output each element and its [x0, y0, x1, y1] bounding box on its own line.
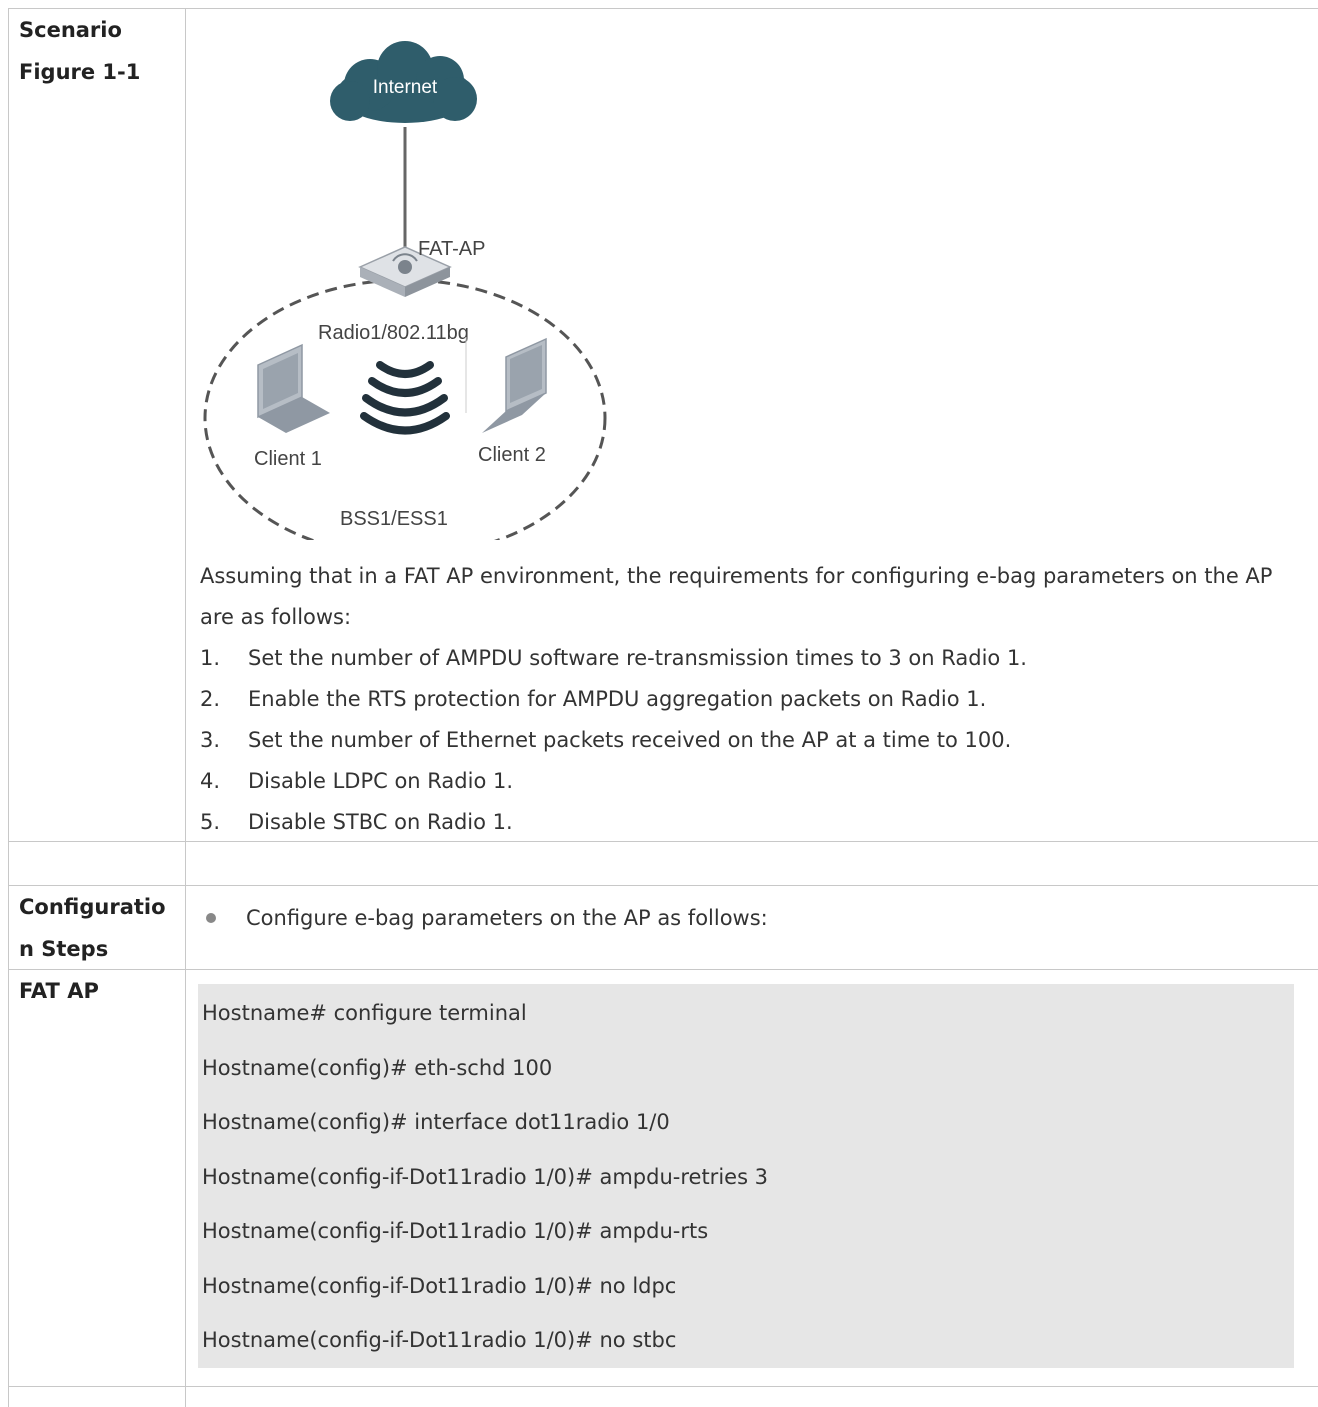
code-line: Hostname(config-if-Dot11radio 1/0)# no l…	[202, 1273, 677, 1298]
internet-label: Internet	[373, 77, 438, 98]
code-block: Hostname# configure terminal Hostname(co…	[198, 984, 1294, 1368]
empty-content-cell	[186, 842, 1318, 885]
config-steps-label: Configuratio	[19, 895, 166, 919]
code-line: Hostname(config)# eth-schd 100	[202, 1055, 553, 1080]
fat-ap-content: Hostname# configure terminal Hostname(co…	[186, 970, 1318, 1386]
scenario-label-cell: Scenario Figure 1-1	[8, 9, 186, 841]
config-steps-row: Configuratio n Steps Configure e-bag par…	[8, 886, 1318, 970]
fat-ap-label: FAT AP	[8, 970, 186, 1386]
empty-label-cell	[8, 842, 186, 885]
list-item: 3.Set the number of Ethernet packets rec…	[200, 728, 1012, 752]
network-figure: Internet FAT-AP Radio1/802.11bg	[200, 35, 620, 558]
figure-label: Figure 1-1	[19, 60, 141, 84]
client2-laptop-icon	[482, 337, 547, 433]
fat-ap-row: FAT AP Hostname# configure terminal Host…	[8, 970, 1318, 1387]
client2-label: Client 2	[478, 444, 546, 466]
bss-label: BSS1/ESS1	[340, 508, 448, 530]
bullet-text: Configure e-bag parameters on the AP as …	[246, 906, 768, 930]
trailing-row	[8, 1387, 1318, 1407]
requirements-list: 1.Set the number of AMPDU software re-tr…	[200, 638, 1304, 843]
ap-label: FAT-AP	[418, 238, 485, 260]
list-item: 1.Set the number of AMPDU software re-tr…	[200, 646, 1027, 670]
code-line: Hostname(config-if-Dot11radio 1/0)# no s…	[202, 1328, 677, 1352]
internet-cloud-icon	[330, 41, 477, 123]
trailing-content-cell	[186, 1387, 1318, 1407]
list-item: 4.Disable LDPC on Radio 1.	[200, 769, 514, 793]
config-steps-content: Configure e-bag parameters on the AP as …	[186, 886, 1318, 969]
config-steps-label-cont: n Steps	[19, 937, 109, 961]
client1-label: Client 1	[254, 448, 322, 470]
trailing-label-cell	[8, 1387, 186, 1407]
scenario-label: Scenario	[19, 18, 122, 42]
empty-row	[8, 842, 1318, 886]
radio-label: Radio1/802.11bg	[318, 322, 469, 344]
config-steps-label-cell: Configuratio n Steps	[8, 886, 186, 969]
access-point-icon	[358, 246, 452, 297]
code-line: Hostname# configure terminal	[202, 1001, 527, 1025]
wireless-waves-icon	[360, 361, 450, 435]
list-item: 2.Enable the RTS protection for AMPDU ag…	[200, 687, 987, 711]
code-line: Hostname(config-if-Dot11radio 1/0)# ampd…	[202, 1219, 709, 1243]
bullet-item: Configure e-bag parameters on the AP as …	[200, 886, 1304, 930]
bullet-dot-icon	[206, 913, 216, 923]
scenario-intro: Assuming that in a FAT AP environment, t…	[200, 564, 1273, 629]
code-line: Hostname(config)# interface dot11radio 1…	[202, 1110, 670, 1134]
client1-laptop-icon	[257, 343, 330, 433]
scenario-row: Scenario Figure 1-1 Internet	[8, 9, 1318, 842]
scenario-content: Internet FAT-AP Radio1/802.11bg	[186, 9, 1318, 841]
list-item: 5.Disable STBC on Radio 1.	[200, 810, 513, 834]
code-line: Hostname(config-if-Dot11radio 1/0)# ampd…	[202, 1164, 769, 1189]
config-table: Scenario Figure 1-1 Internet	[8, 8, 1318, 1407]
network-diagram: Internet FAT-AP Radio1/802.11bg	[203, 41, 607, 558]
